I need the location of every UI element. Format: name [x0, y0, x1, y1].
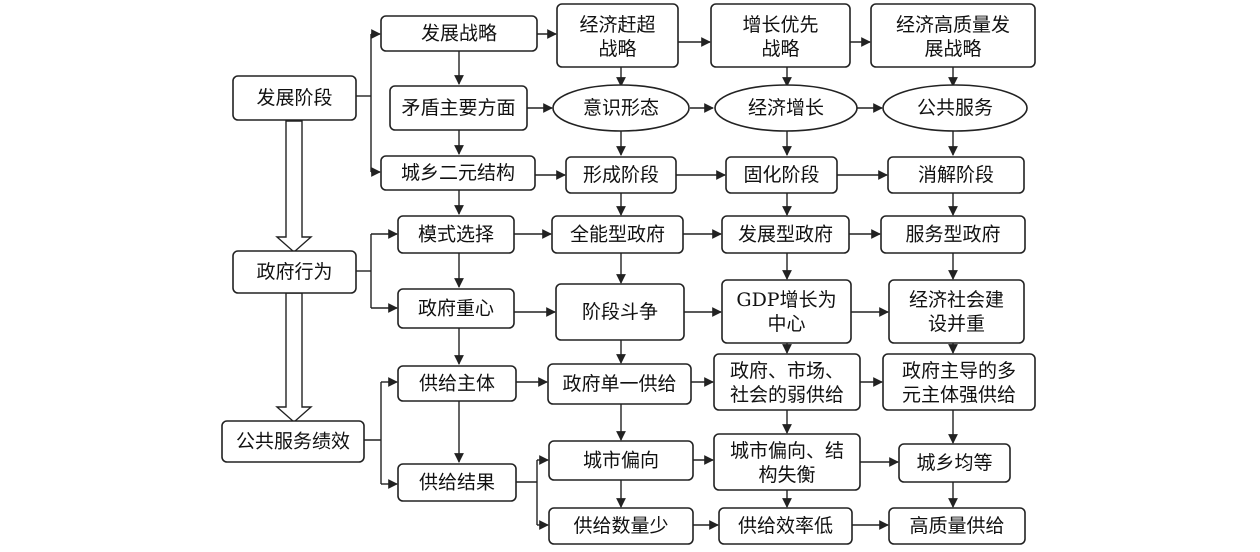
svg-text:中心: 中心 — [767, 313, 805, 335]
svg-text:城市偏向: 城市偏向 — [583, 450, 659, 472]
svg-text:政府主导的多: 政府主导的多 — [902, 360, 1016, 382]
svg-text:消解阶段: 消解阶段 — [918, 164, 994, 186]
node-mode-choice: 模式选择 — [397, 215, 515, 254]
svg-text:发展型政府: 发展型政府 — [738, 224, 833, 246]
svg-text:经济社会建: 经济社会建 — [909, 289, 1004, 311]
svg-text:供给主体: 供给主体 — [419, 373, 495, 395]
svg-text:高质量供给: 高质量供给 — [909, 515, 1004, 537]
node-urban-rural-equal: 城乡均等 — [898, 443, 1011, 483]
node-dissolution-stage: 消解阶段 — [887, 156, 1025, 194]
node-urban-rural: 城乡二元结构 — [380, 155, 536, 191]
svg-text:展战略: 展战略 — [924, 38, 981, 60]
node-weak-supply: 政府、市场、 社会的弱供给 — [713, 353, 861, 411]
svg-text:全能型政府: 全能型政府 — [570, 224, 665, 246]
svg-text:矛盾主要方面: 矛盾主要方面 — [401, 97, 515, 119]
node-gov-focus: 政府重心 — [397, 288, 515, 329]
node-developmental-gov: 发展型政府 — [721, 215, 850, 254]
svg-text:城乡均等: 城乡均等 — [916, 452, 992, 474]
node-public-service-performance: 公共服务绩效 — [221, 420, 365, 463]
node-class-struggle: 阶段斗争 — [555, 283, 685, 341]
node-public-service: 公共服务 — [882, 84, 1028, 132]
node-solidification-stage: 固化阶段 — [725, 156, 838, 194]
svg-text:GDP增长为: GDP增长为 — [736, 289, 836, 311]
node-gdp-center: GDP增长为 中心 — [721, 279, 852, 344]
svg-text:经济增长: 经济增长 — [748, 97, 824, 119]
node-catch-up-strategy: 经济赶超 战略 — [556, 3, 679, 68]
svg-text:服务型政府: 服务型政府 — [905, 224, 1000, 246]
svg-text:公共服务: 公共服务 — [917, 97, 993, 119]
big-arrow-gov-to-performance — [275, 292, 313, 423]
node-development-stage: 发展阶段 — [232, 75, 357, 121]
node-urban-bias-imbalance: 城市偏向、结 构失衡 — [713, 433, 861, 491]
svg-text:公共服务绩效: 公共服务绩效 — [236, 431, 350, 453]
left-connectors — [356, 29, 549, 530]
node-low-efficiency: 供给效率低 — [718, 507, 853, 545]
node-dev-strategy: 发展战略 — [380, 15, 538, 52]
node-formation-stage: 形成阶段 — [565, 156, 677, 194]
node-ideology: 意识形态 — [552, 84, 690, 132]
svg-text:政府单一供给: 政府单一供给 — [562, 373, 676, 395]
svg-text:形成阶段: 形成阶段 — [583, 164, 659, 186]
svg-text:模式选择: 模式选择 — [418, 224, 494, 246]
svg-text:战略: 战略 — [761, 38, 799, 60]
svg-text:阶段斗争: 阶段斗争 — [582, 301, 658, 323]
node-strong-supply: 政府主导的多 元主体强供给 — [882, 353, 1036, 411]
svg-text:社会的弱供给: 社会的弱供给 — [730, 384, 844, 406]
node-econ-social-both: 经济社会建 设并重 — [888, 279, 1025, 344]
node-growth-first-strategy: 增长优先 战略 — [710, 3, 851, 68]
svg-text:构失衡: 构失衡 — [758, 464, 815, 486]
svg-text:供给结果: 供给结果 — [419, 472, 495, 494]
node-gov-single-supply: 政府单一供给 — [547, 363, 692, 405]
svg-text:发展阶段: 发展阶段 — [256, 87, 332, 109]
node-low-quantity: 供给数量少 — [548, 507, 694, 545]
node-high-quality-supply: 高质量供给 — [888, 507, 1026, 545]
node-omnipotent-gov: 全能型政府 — [551, 215, 684, 254]
svg-text:设并重: 设并重 — [928, 313, 985, 335]
svg-text:政府、市场、: 政府、市场、 — [730, 360, 844, 382]
big-arrow-stage-to-gov — [275, 120, 313, 253]
svg-text:意识形态: 意识形态 — [583, 97, 659, 119]
svg-text:战略: 战略 — [598, 38, 636, 60]
svg-text:供给数量少: 供给数量少 — [573, 515, 668, 537]
svg-text:城市偏向、结: 城市偏向、结 — [730, 440, 844, 462]
horizontal-arrows — [514, 29, 899, 530]
svg-text:政府行为: 政府行为 — [256, 261, 332, 283]
svg-text:发展战略: 发展战略 — [421, 23, 497, 45]
svg-text:固化阶段: 固化阶段 — [743, 164, 819, 186]
vertical-arrows — [616, 67, 958, 508]
node-service-gov: 服务型政府 — [880, 215, 1026, 254]
svg-text:经济赶超: 经济赶超 — [579, 14, 655, 36]
svg-text:元主体强供给: 元主体强供给 — [902, 384, 1016, 406]
node-government-behavior: 政府行为 — [232, 250, 357, 294]
node-supply-subject: 供给主体 — [397, 365, 517, 402]
node-high-quality-strategy: 经济高质量发 展战略 — [870, 3, 1036, 68]
svg-text:城乡二元结构: 城乡二元结构 — [401, 162, 515, 184]
svg-text:经济高质量发: 经济高质量发 — [896, 14, 1010, 36]
svg-text:供给效率低: 供给效率低 — [738, 515, 833, 537]
svg-text:政府重心: 政府重心 — [418, 298, 494, 320]
node-supply-result: 供给结果 — [397, 463, 517, 502]
svg-text:增长优先: 增长优先 — [742, 14, 818, 36]
node-main-contradiction: 矛盾主要方面 — [389, 85, 528, 131]
node-urban-bias: 城市偏向 — [548, 440, 694, 481]
node-economic-growth: 经济增长 — [714, 84, 858, 132]
